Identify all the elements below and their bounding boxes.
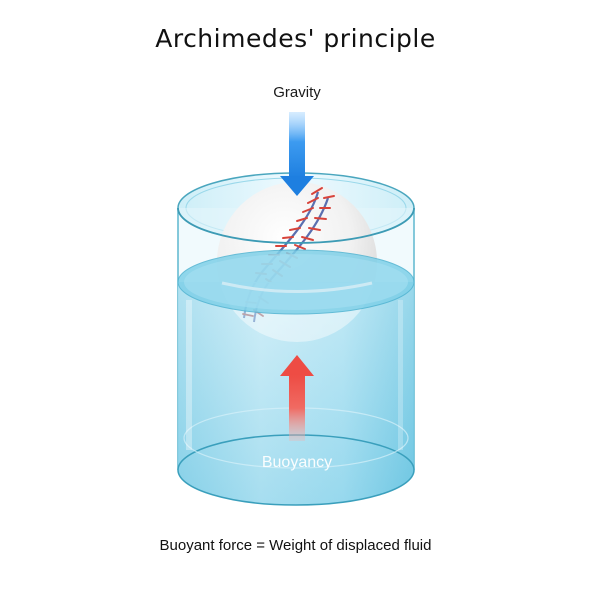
gravity-label: Gravity [273, 84, 321, 101]
buoyancy-label: Buoyancy [261, 454, 333, 471]
up-arrow-icon [280, 355, 314, 441]
formula-caption: Buoyant force = Weight of displaced flui… [159, 537, 432, 554]
diagram-title: Archimedes' principle [155, 24, 436, 53]
down-arrow-icon [280, 112, 314, 196]
